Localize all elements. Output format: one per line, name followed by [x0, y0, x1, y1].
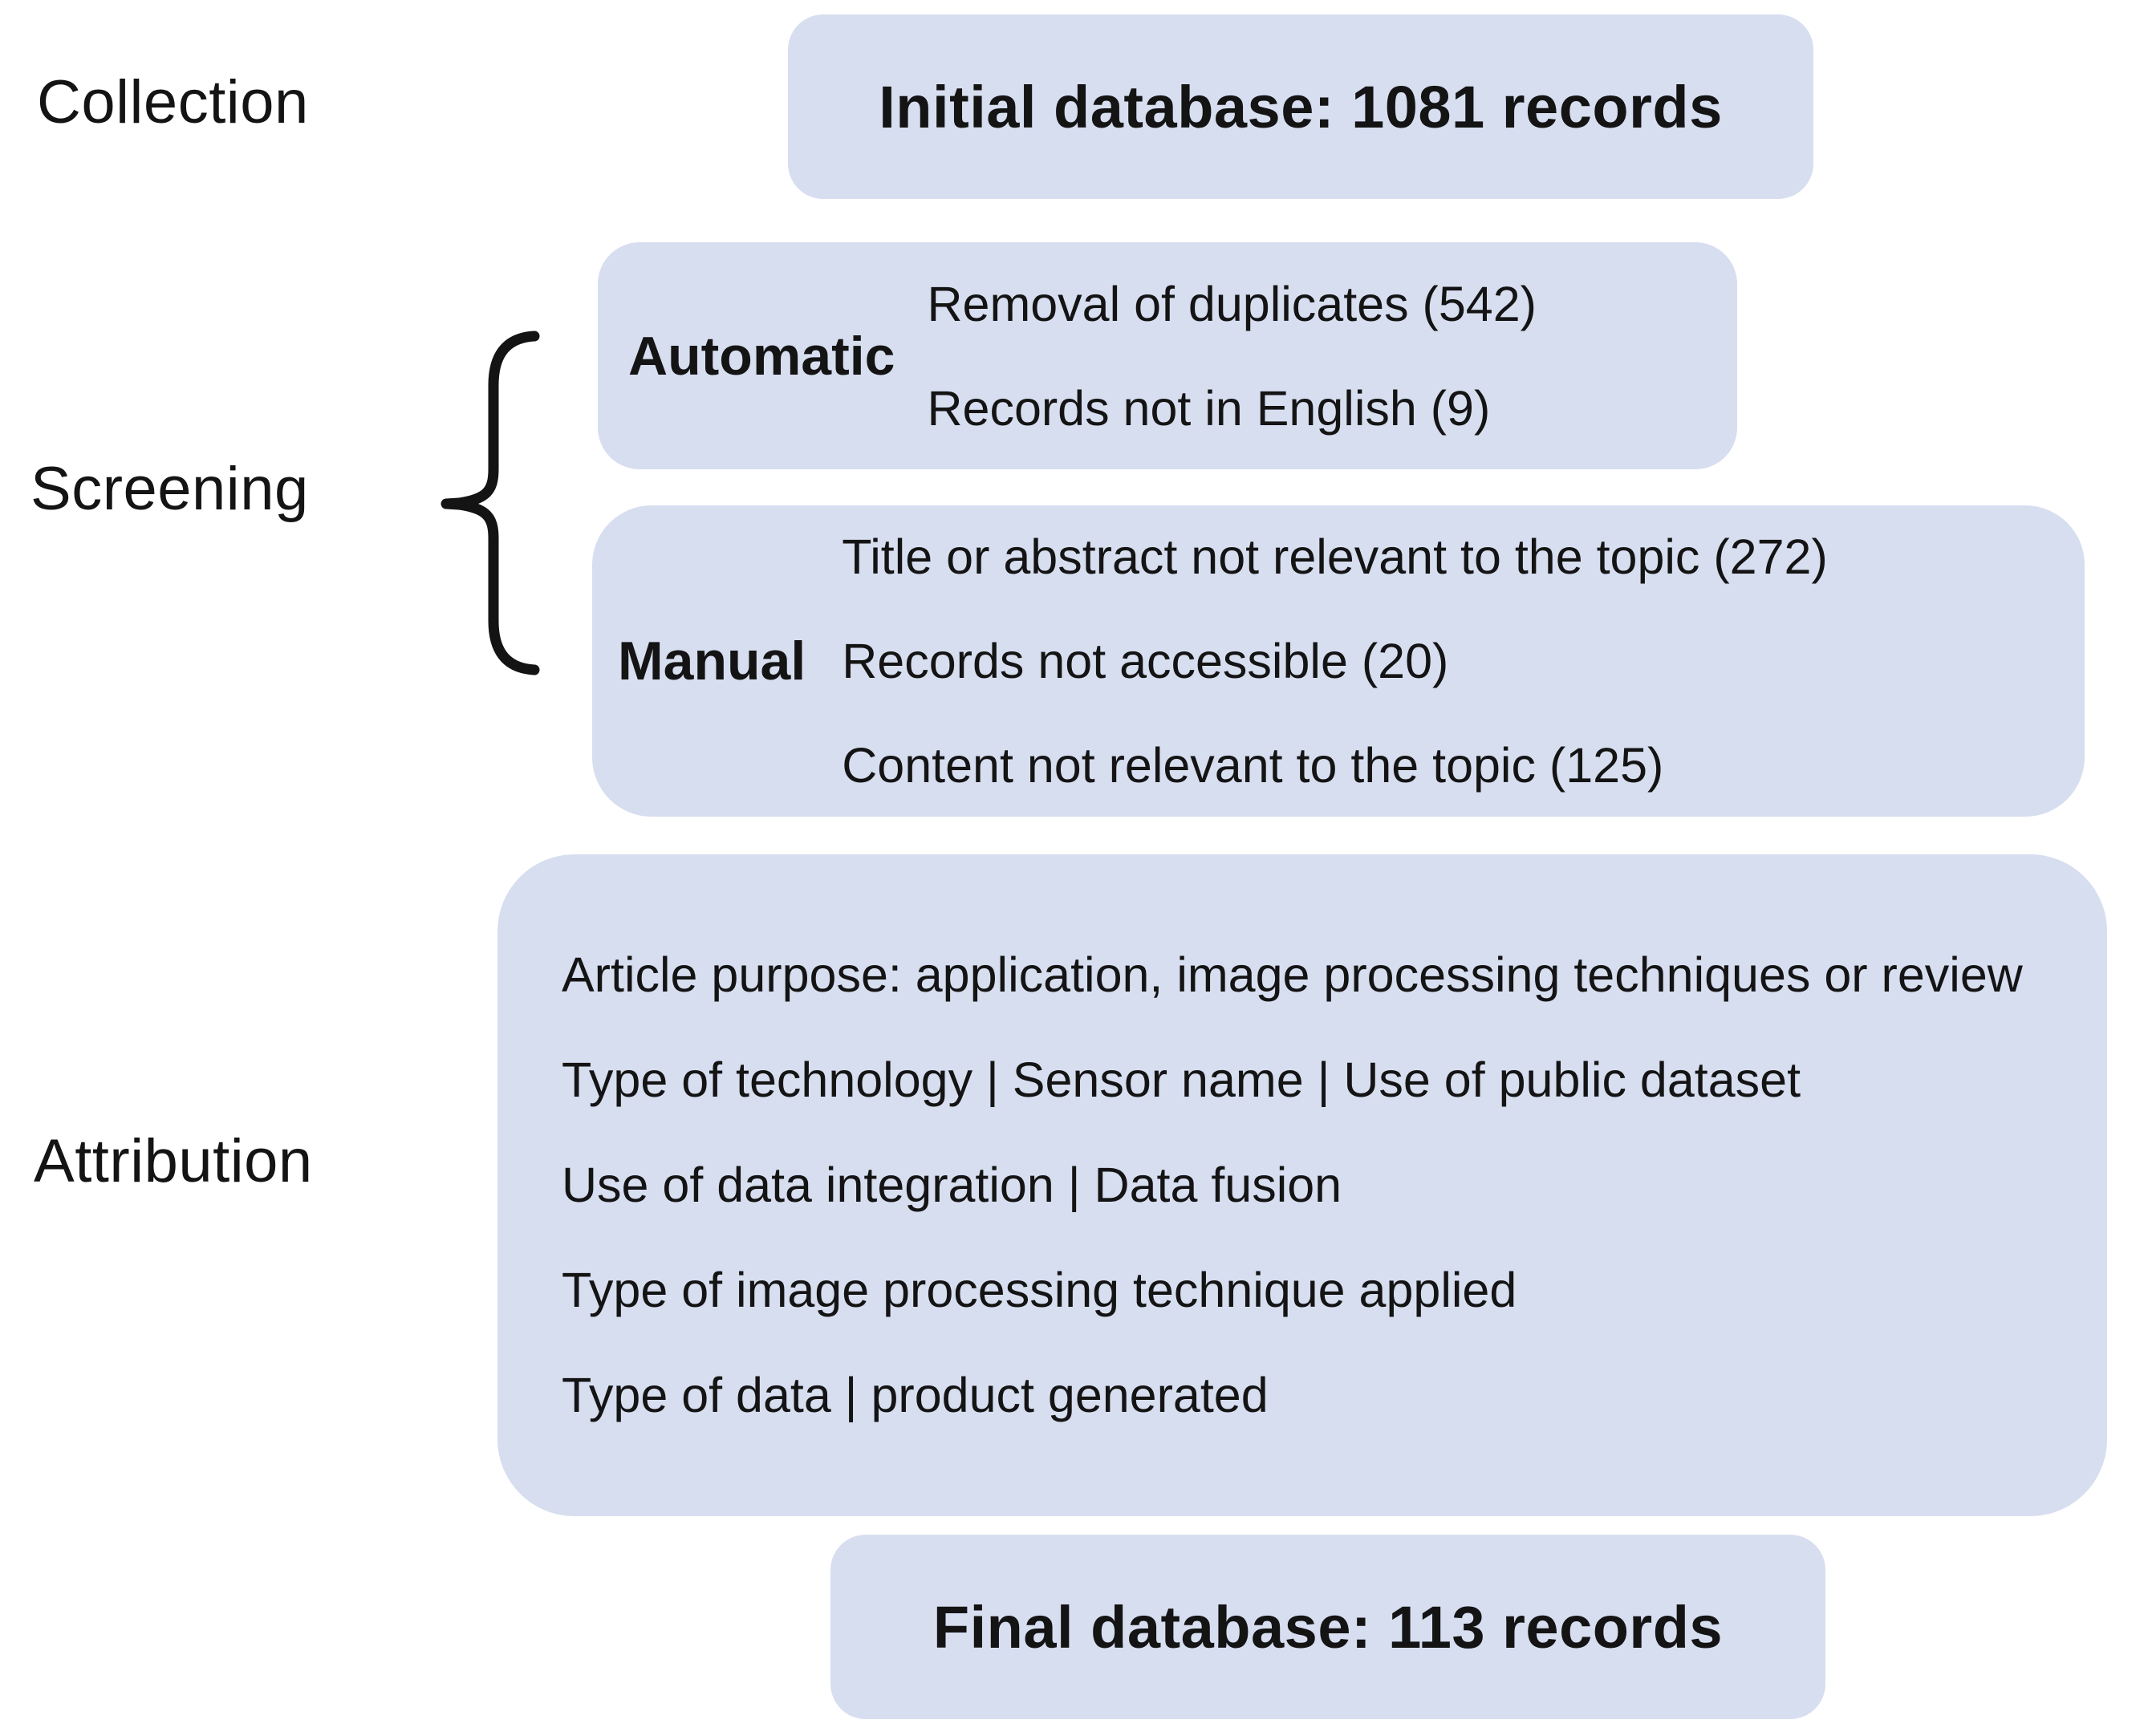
- automatic-label: Automatic: [628, 325, 895, 387]
- manual-items: Title or abstract not relevant to the to…: [842, 505, 1828, 817]
- attribution-item: Type of technology | Sensor name | Use o…: [562, 1053, 1801, 1107]
- attribution-item: Type of image processing technique appli…: [562, 1263, 1517, 1317]
- automatic-items: Removal of duplicates (542) Records not …: [927, 252, 1537, 460]
- manual-item: Title or abstract not relevant to the to…: [842, 529, 1828, 584]
- attribution-item: Use of data integration | Data fusion: [562, 1158, 1342, 1212]
- stage-label-collection: Collection: [37, 68, 309, 136]
- initial-database-box: Initial database: 1081 records: [788, 14, 1813, 199]
- manual-item: Content not relevant to the topic (125): [842, 738, 1664, 793]
- final-database-box: Final database: 113 records: [830, 1535, 1825, 1719]
- stage-label-screening: Screening: [30, 455, 309, 523]
- stage-label-attribution: Attribution: [34, 1127, 313, 1195]
- manual-screening-box: Manual Title or abstract not relevant to…: [592, 505, 2085, 817]
- attribution-box: Article purpose: application, image proc…: [497, 854, 2107, 1516]
- left-brace-icon: [427, 329, 541, 677]
- manual-item: Records not accessible (20): [842, 634, 1449, 688]
- manual-label: Manual: [618, 631, 806, 692]
- automatic-item: Removal of duplicates (542): [927, 276, 1537, 331]
- attribution-item: Article purpose: application, image proc…: [562, 947, 2023, 1002]
- automatic-item: Records not in English (9): [927, 380, 1491, 436]
- attribution-item: Type of data | product generated: [562, 1368, 1269, 1422]
- automatic-screening-box: Automatic Removal of duplicates (542) Re…: [598, 242, 1737, 469]
